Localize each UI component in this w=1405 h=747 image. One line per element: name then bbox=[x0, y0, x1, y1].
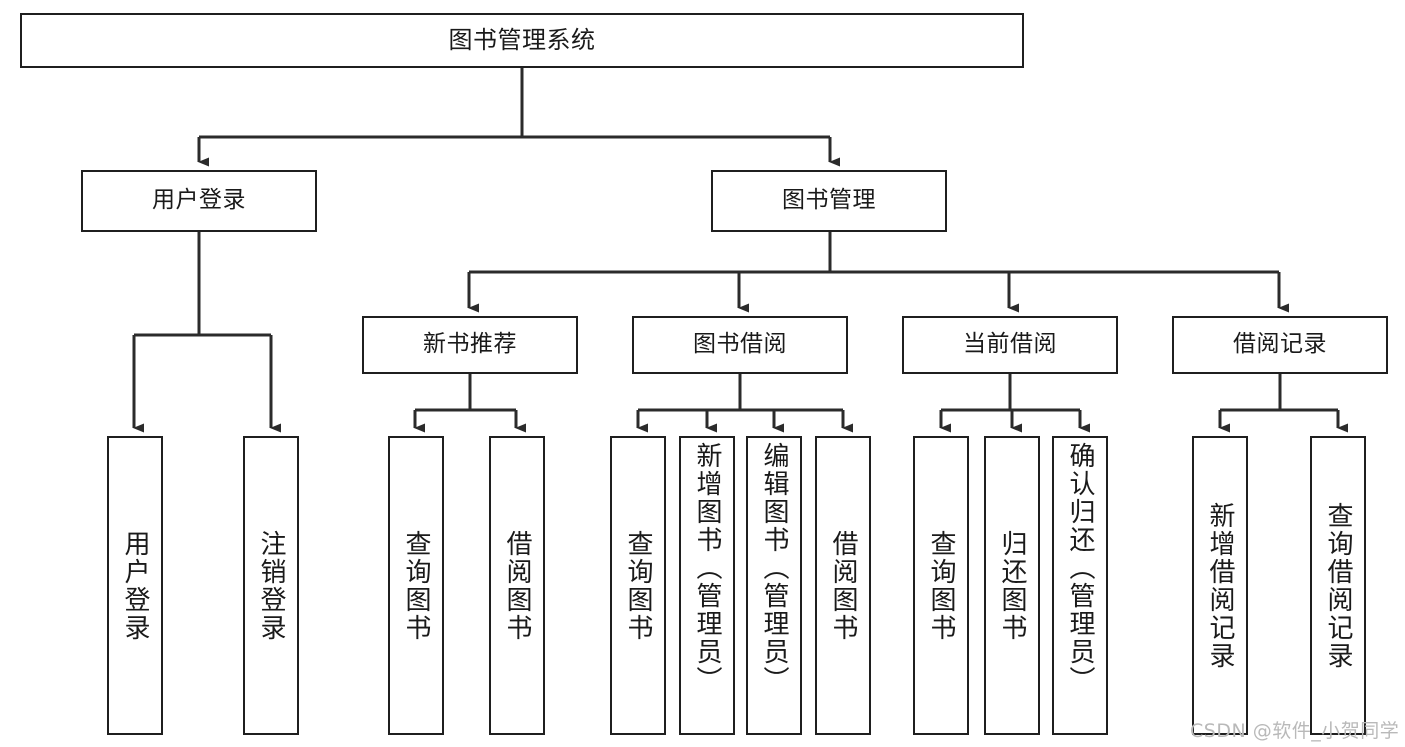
leaf-edit-book-admin-label: 编辑图书（管理员） bbox=[759, 442, 789, 694]
leaf-borrow-book-label: 借阅图书 bbox=[828, 529, 858, 642]
leaf-user-login-label: 用户登录 bbox=[120, 529, 150, 642]
leaf-logout-label: 注销登录 bbox=[256, 529, 286, 642]
leaf-query-borrow-record-label: 查询借阅记录 bbox=[1323, 501, 1353, 670]
node-book-management-label: 图书管理 bbox=[782, 187, 876, 214]
leaf-query-book-borrow-label: 查询图书 bbox=[623, 529, 653, 642]
leaf-borrow-book[interactable]: 借阅图书 bbox=[815, 436, 871, 735]
node-user-login[interactable]: 用户登录 bbox=[81, 170, 317, 232]
node-user-login-label: 用户登录 bbox=[152, 187, 246, 214]
node-borrow-records-label: 借阅记录 bbox=[1233, 331, 1327, 358]
node-root[interactable]: 图书管理系统 bbox=[20, 13, 1024, 68]
leaf-user-login[interactable]: 用户登录 bbox=[107, 436, 163, 735]
node-borrow-records[interactable]: 借阅记录 bbox=[1172, 316, 1388, 374]
leaf-borrow-book-recommend-label: 借阅图书 bbox=[502, 529, 532, 642]
leaf-query-book-recommend[interactable]: 查询图书 bbox=[388, 436, 444, 735]
leaf-add-book-admin[interactable]: 新增图书（管理员） bbox=[679, 436, 735, 735]
leaf-query-book-current[interactable]: 查询图书 bbox=[913, 436, 969, 735]
leaf-return-book[interactable]: 归还图书 bbox=[984, 436, 1040, 735]
leaf-add-borrow-record-label: 新增借阅记录 bbox=[1205, 501, 1235, 670]
node-new-book-recommend-label: 新书推荐 bbox=[423, 331, 517, 358]
leaf-query-book-recommend-label: 查询图书 bbox=[401, 529, 431, 642]
leaf-return-book-label: 归还图书 bbox=[997, 529, 1027, 642]
leaf-query-borrow-record[interactable]: 查询借阅记录 bbox=[1310, 436, 1366, 735]
node-book-borrow[interactable]: 图书借阅 bbox=[632, 316, 848, 374]
leaf-confirm-return-admin[interactable]: 确认归还（管理员） bbox=[1052, 436, 1108, 735]
leaf-confirm-return-admin-label: 确认归还（管理员） bbox=[1065, 442, 1095, 694]
node-new-book-recommend[interactable]: 新书推荐 bbox=[362, 316, 578, 374]
leaf-add-book-admin-label: 新增图书（管理员） bbox=[692, 442, 722, 694]
node-book-borrow-label: 图书借阅 bbox=[693, 331, 787, 358]
leaf-borrow-book-recommend[interactable]: 借阅图书 bbox=[489, 436, 545, 735]
node-root-label: 图书管理系统 bbox=[448, 26, 596, 55]
node-book-management[interactable]: 图书管理 bbox=[711, 170, 947, 232]
leaf-add-borrow-record[interactable]: 新增借阅记录 bbox=[1192, 436, 1248, 735]
node-current-borrow[interactable]: 当前借阅 bbox=[902, 316, 1118, 374]
node-current-borrow-label: 当前借阅 bbox=[963, 331, 1057, 358]
csdn-watermark: CSDN @软件_小贺同学 bbox=[1190, 720, 1400, 742]
leaf-query-book-borrow[interactable]: 查询图书 bbox=[610, 436, 666, 735]
leaf-query-book-current-label: 查询图书 bbox=[926, 529, 956, 642]
leaf-edit-book-admin[interactable]: 编辑图书（管理员） bbox=[746, 436, 802, 735]
leaf-logout[interactable]: 注销登录 bbox=[243, 436, 299, 735]
